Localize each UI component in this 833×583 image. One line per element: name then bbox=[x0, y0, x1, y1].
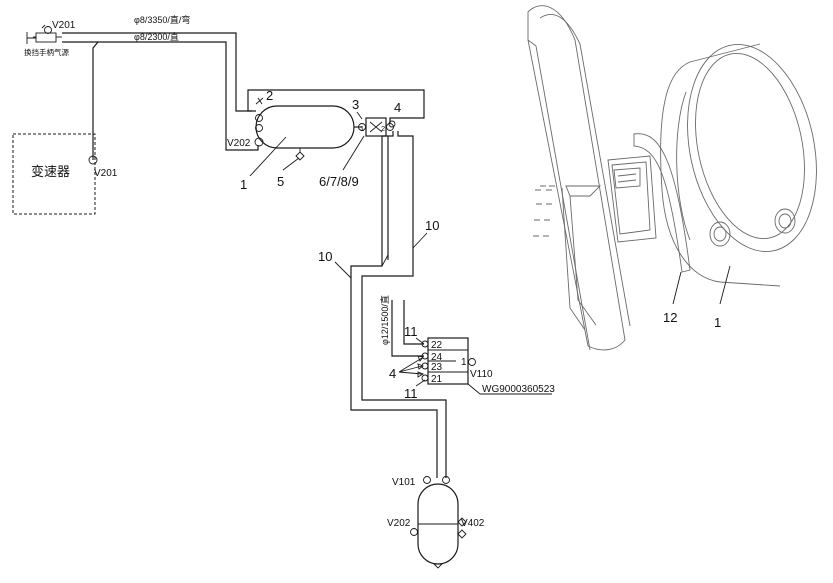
v101-label: V101 bbox=[392, 477, 416, 488]
port-22: 22 bbox=[431, 340, 443, 351]
v201-gearbox-label: V201 bbox=[94, 168, 118, 179]
pipe-upper-label: φ8/3350/直/弯 bbox=[134, 14, 190, 25]
tank-frame bbox=[247, 89, 425, 112]
drain-valve-2 bbox=[255, 97, 264, 105]
pipe-vertical-label: φ12/1500/直 bbox=[379, 295, 390, 345]
v402-label: V402 bbox=[461, 518, 485, 529]
pipe-lower bbox=[62, 41, 227, 127]
part-number: WG9000360523 bbox=[482, 384, 555, 395]
v201-top-label: V201 bbox=[52, 20, 76, 31]
filter-right-label: 2 bbox=[381, 124, 385, 133]
port-24: 24 bbox=[431, 352, 443, 363]
source-caption: 换挡手柄气源 bbox=[24, 47, 69, 57]
gearbox-port bbox=[88, 155, 98, 165]
air-tank-1 bbox=[255, 105, 355, 149]
tank-port-upper bbox=[255, 114, 263, 122]
label-2: 2 bbox=[266, 88, 273, 103]
label-10-right: 10 bbox=[425, 218, 439, 233]
gearbox-box bbox=[12, 133, 96, 215]
label-3: 3 bbox=[352, 97, 359, 112]
label-11-top: 11 bbox=[404, 324, 418, 339]
label-5: 5 bbox=[277, 174, 284, 189]
filter-left-label: 1 bbox=[360, 124, 364, 133]
label-6789: 6/7/8/9 bbox=[319, 174, 359, 189]
isometric-tank-view bbox=[527, 5, 817, 351]
label-4-valve: 4 bbox=[389, 366, 396, 381]
pipe-upper bbox=[62, 32, 252, 112]
label-4-top: 4 bbox=[394, 100, 401, 115]
filter-block bbox=[365, 117, 387, 137]
label-1-right: 1 bbox=[714, 315, 721, 330]
v202-tank-label: V202 bbox=[227, 138, 251, 149]
label-10-left: 10 bbox=[318, 249, 332, 264]
v110-label: V110 bbox=[470, 369, 493, 380]
check-valve-4 bbox=[388, 120, 396, 128]
pipe-10-right bbox=[361, 131, 447, 478]
port-1-fitting bbox=[468, 358, 476, 366]
port-23: 23 bbox=[431, 362, 443, 373]
pipe-10-left bbox=[350, 131, 438, 478]
shift-air-source bbox=[26, 24, 62, 44]
v202-bottom-label: V202 bbox=[387, 518, 411, 529]
label-1: 1 bbox=[240, 177, 247, 192]
pipe-lower-label: φ8/2300/直 bbox=[134, 31, 179, 42]
port-1: 1 bbox=[461, 357, 467, 368]
tank-port-mid bbox=[255, 124, 263, 132]
pipe-v202 bbox=[225, 127, 259, 151]
label-11-bottom: 11 bbox=[404, 386, 418, 401]
port-21: 21 bbox=[431, 374, 443, 385]
gearbox-label: 变速器 bbox=[31, 164, 70, 179]
label-12: 12 bbox=[663, 310, 677, 325]
pipe-to-gearbox bbox=[92, 41, 99, 160]
